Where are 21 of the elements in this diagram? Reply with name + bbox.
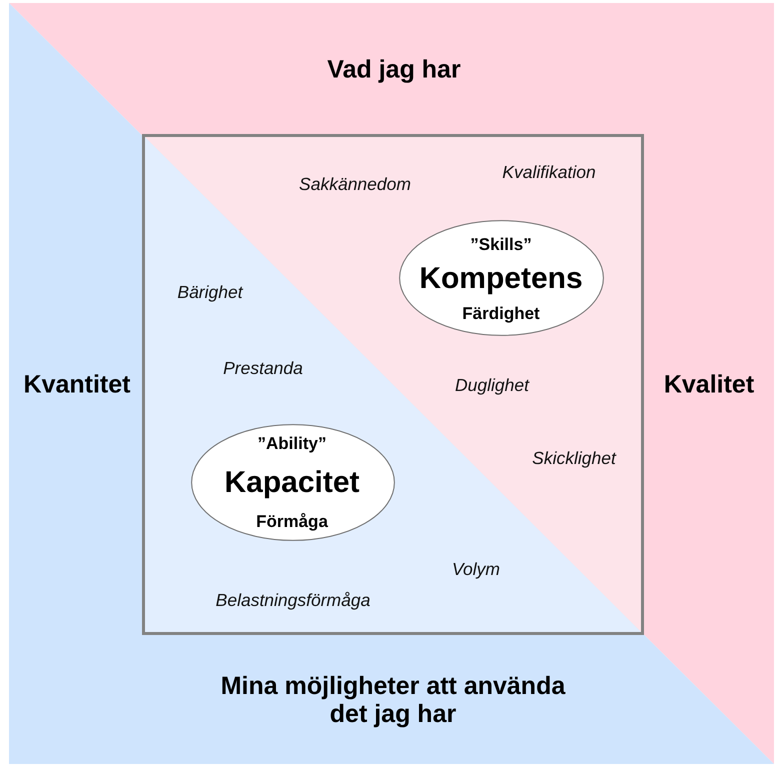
term-label: Skicklighet [532,448,616,468]
axis-label: Kvalitet [664,370,754,400]
heading-text: Vad jag har [327,56,461,84]
ellipse-title: Kapacitet [224,466,360,500]
ellipse-title: Kompetens [419,262,583,296]
term-label: Kvalifikation [502,162,596,182]
heading-text: Mina möjligheter att använda det jag har [220,672,566,728]
term-label: Sakkännedom [299,174,411,194]
ellipse-subtitle: Färdighet [462,304,540,324]
concept-ellipse [399,220,604,336]
term-label: Prestanda [223,358,303,378]
ellipse-subtitle: ”Skills” [470,235,532,255]
term-label: Bärighet [177,282,243,302]
square-frame [142,134,644,635]
term-label: Belastningsförmåga [216,590,370,610]
axis-label: Kvantitet [24,370,130,400]
term-label: Volym [452,558,500,580]
concept-ellipse [191,424,395,541]
term-label: Duglighet [455,374,529,396]
ellipse-subtitle: ”Ability” [258,434,326,454]
ellipse-subtitle: Förmåga [256,512,328,532]
